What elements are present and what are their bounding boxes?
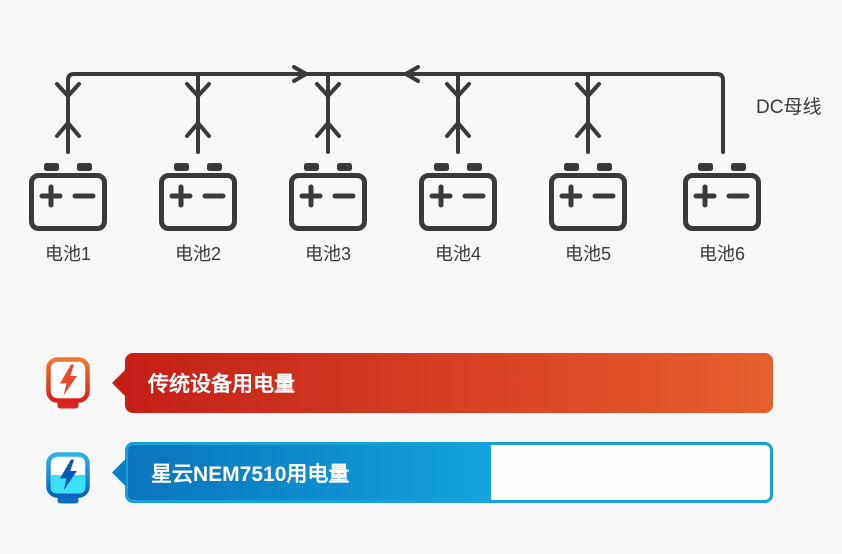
up-arrow-icon — [445, 121, 471, 138]
battery-icon — [419, 163, 497, 231]
up-arrow-icon — [315, 121, 341, 138]
down-arrow-icon — [575, 82, 601, 98]
bar-pointer-icon — [112, 458, 126, 487]
up-arrow-icon — [185, 121, 211, 138]
battery-2-label: 电池2 — [174, 244, 222, 264]
down-arrow-icon — [185, 82, 211, 98]
down-arrow-icon — [315, 82, 341, 98]
nem7510-consumption-fill: 星云NEM7510用电量 — [128, 445, 491, 500]
up-arrow-icon — [55, 121, 81, 138]
battery-1-label: 电池1 — [44, 244, 92, 264]
battery-6-label: 电池6 — [698, 244, 746, 264]
dc-bus-wiring-diagram — [29, 65, 761, 231]
battery-icon — [549, 163, 627, 231]
nem7510-consumption-label: 星云NEM7510用电量 — [151, 462, 350, 486]
battery-icon — [29, 163, 107, 231]
nem7510-consumption-bar: 星云NEM7510用电量 — [125, 442, 773, 503]
battery-3-label: 电池3 — [304, 244, 352, 264]
battery-icon — [159, 163, 237, 231]
traditional-consumption-label: 传统设备用电量 — [148, 373, 295, 396]
battery-icon — [683, 163, 761, 231]
traditional-consumption-bar: 传统设备用电量 — [112, 353, 773, 413]
power-meter-blue-icon — [46, 452, 90, 505]
dc-bus-label: DC母线 — [756, 97, 822, 118]
bar-pointer-icon — [112, 369, 126, 397]
lightning-bolt-icon — [60, 364, 77, 396]
dc-bus-line — [66, 72, 725, 154]
up-arrow-icon — [575, 121, 601, 138]
bus-left-arrow-icon — [404, 65, 420, 83]
battery-5-label: 电池5 — [564, 244, 612, 264]
battery-4-label: 电池4 — [434, 244, 482, 264]
lightning-bolt-icon — [60, 459, 77, 491]
battery-icons — [29, 163, 761, 231]
down-arrow-icon — [55, 82, 81, 98]
power-meter-red-icon — [46, 357, 90, 410]
down-arrow-icon — [445, 82, 471, 98]
battery-icon — [289, 163, 367, 231]
bus-right-arrow-icon — [292, 65, 308, 83]
